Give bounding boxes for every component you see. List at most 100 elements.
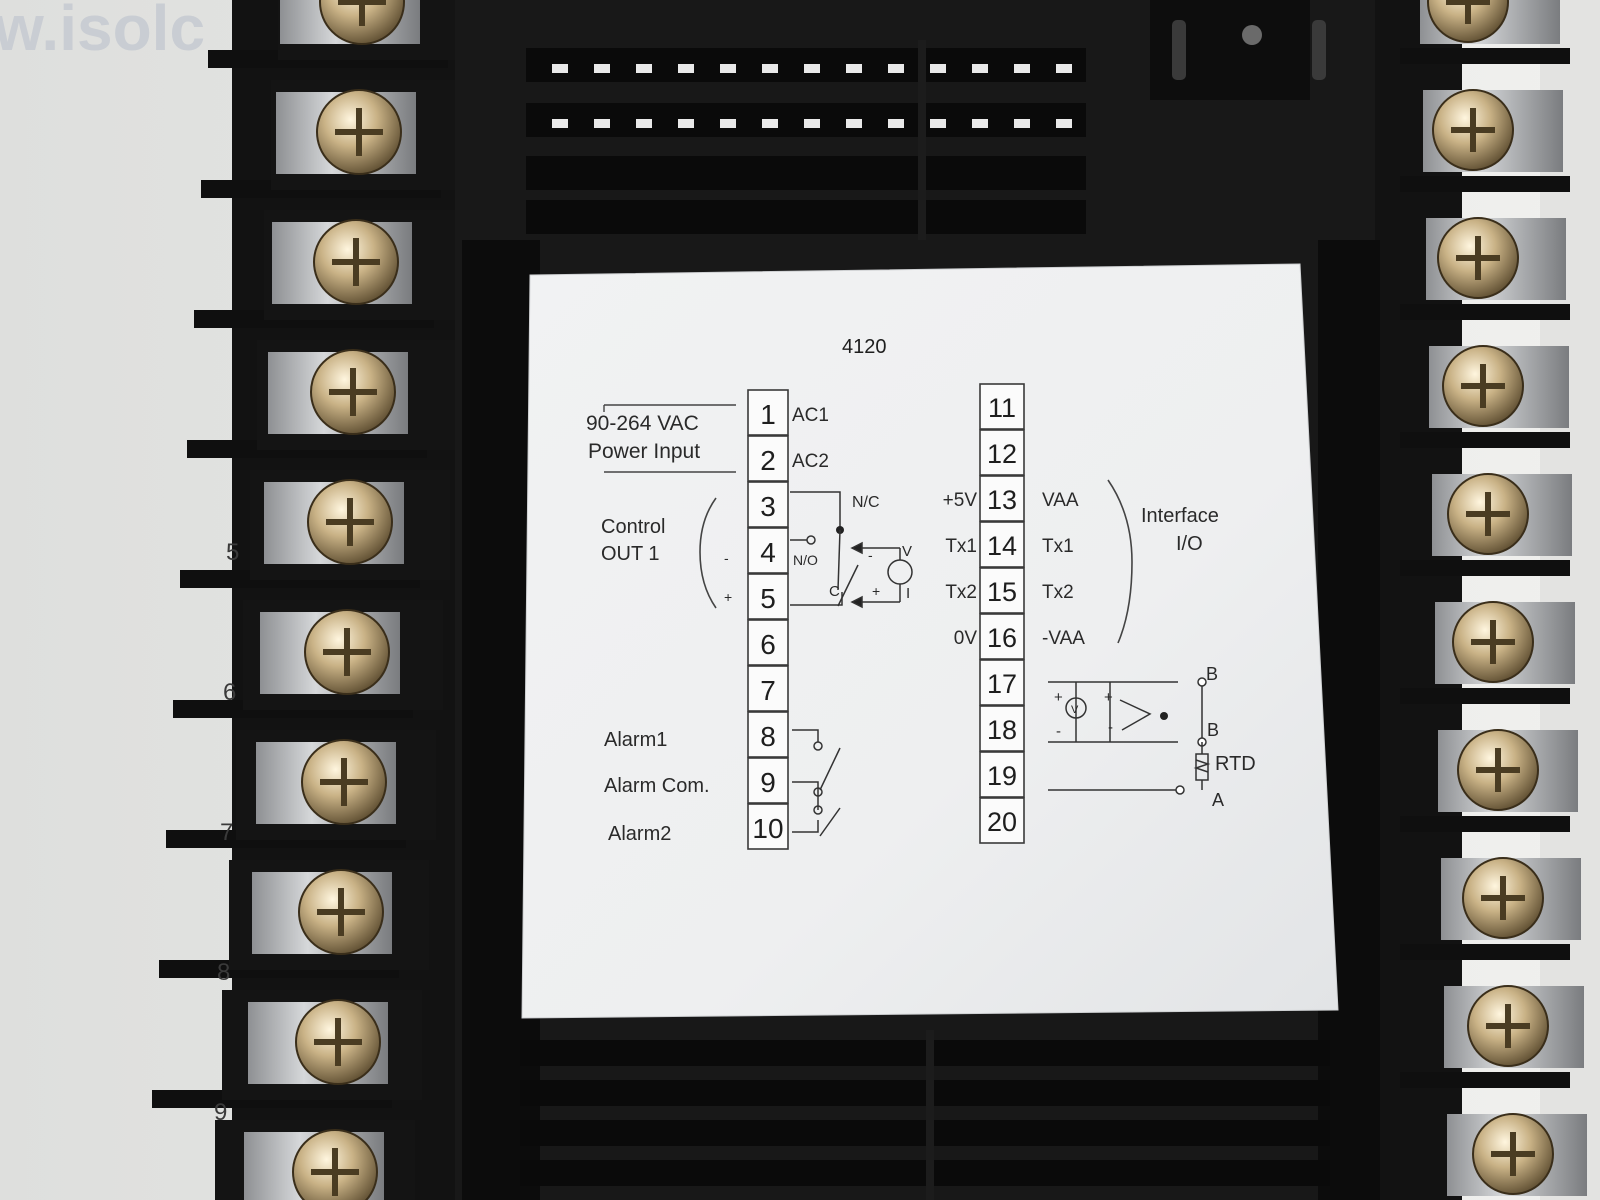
terminal-box: [747, 435, 789, 482]
terminal-box: [979, 659, 1025, 706]
terminal-fin: [1400, 304, 1570, 320]
vent-light-gap: [720, 64, 736, 73]
model-number: 4120: [842, 336, 887, 358]
alarm1-label: Alarm1: [604, 729, 667, 751]
terminal-position-tag: 6: [223, 679, 236, 706]
relay-i-label: I: [906, 585, 910, 602]
terminal-fin: [1400, 176, 1570, 192]
terminal-box: [979, 567, 1025, 614]
terminal-position-tag: 7: [220, 819, 233, 846]
alarm-group: Alarm1 Alarm Com. Alarm2: [604, 729, 841, 845]
vent-slot-row: [520, 1080, 1330, 1106]
terminal-box: [979, 383, 1025, 430]
right-terminal-block: [1400, 0, 1587, 1196]
control-label-line2: OUT 1: [601, 543, 660, 565]
vent-light-gap: [972, 119, 988, 128]
terminal-box: [747, 527, 789, 574]
terminal-number: 19: [987, 761, 1017, 791]
control-plus-sign: +: [724, 589, 732, 605]
vent-light-gap: [888, 64, 904, 73]
terminal-box: [747, 803, 789, 850]
sensor-schematic: [1048, 677, 1211, 795]
terminal-number: 14: [987, 531, 1017, 561]
latch-screw: [1242, 25, 1262, 45]
relay-plus-label: +: [872, 583, 880, 599]
terminal-fin: [1400, 1072, 1570, 1088]
terminal-number: 6: [760, 629, 776, 660]
terminal-box: [979, 797, 1025, 844]
terminal-fin: [1400, 944, 1570, 960]
vent-light-gap: [678, 64, 694, 73]
vent-light-gap: [804, 119, 820, 128]
terminal-box: [747, 389, 789, 436]
interface-label-line2: I/O: [1176, 533, 1203, 555]
terminal-number: 16: [987, 623, 1017, 653]
terminal-number: 18: [987, 715, 1017, 745]
vent-divider: [918, 40, 926, 240]
terminal-signal-right: Tx2: [1042, 582, 1074, 603]
terminal-number: 15: [987, 577, 1017, 607]
terminal-box: [747, 481, 789, 528]
sensor-plus-left: +: [1054, 689, 1063, 706]
vent-slot-row: [520, 1040, 1330, 1066]
terminal-box: [979, 751, 1025, 798]
bottom-vent-grille: [520, 1030, 1330, 1200]
vent-slot-row: [520, 1120, 1330, 1146]
terminal-position-tag: 5: [226, 539, 239, 566]
vent-light-gap: [552, 119, 568, 128]
vent-light-gap: [804, 64, 820, 73]
terminal-number: 17: [987, 669, 1017, 699]
terminal-signal-left: 0V: [954, 628, 978, 649]
terminal-signal-right: Tx1: [1042, 536, 1074, 557]
terminal-position-tag: 9: [214, 1099, 227, 1126]
sensor-minus-left: -: [1056, 723, 1061, 740]
sensor-b-top-label: B: [1206, 664, 1218, 684]
terminal-signal-left: Tx2: [945, 582, 977, 603]
latch-slot-right: [1312, 20, 1326, 80]
terminal-box: [747, 619, 789, 666]
latch-slot: [1172, 20, 1186, 80]
terminal-box: [979, 613, 1025, 660]
relay-v-label: V: [902, 543, 912, 560]
terminal-signal-right: VAA: [1042, 490, 1079, 511]
vent-slot-row: [520, 1160, 1330, 1186]
relay-c-label: C: [829, 583, 840, 600]
top-vent-grille: [526, 40, 1086, 240]
interface-group: Interface I/O: [1107, 479, 1219, 644]
sensor-a-label: A: [1212, 790, 1224, 810]
vent-light-gap: [1014, 119, 1030, 128]
vent-light-gap: [888, 119, 904, 128]
power-label-line2: Power Input: [588, 440, 700, 463]
sensor-b-mid-label: B: [1207, 720, 1219, 740]
control-label-line1: Control: [601, 516, 665, 538]
terminal-box: [979, 475, 1025, 522]
terminal-number: 12: [987, 439, 1017, 469]
control-out-group: Control OUT 1 - +: [601, 497, 732, 609]
terminal-position-tag: 8: [217, 959, 230, 986]
relay-no-label: N/O: [793, 552, 818, 568]
control-minus-sign: -: [724, 550, 729, 566]
sensor-voltmeter-label: V: [1071, 704, 1079, 716]
terminal-signal-left: +5V: [943, 490, 978, 511]
terminal-box: [979, 705, 1025, 752]
alarm2-label: Alarm2: [608, 823, 671, 845]
vent-light-gap: [846, 119, 862, 128]
relay-minus-label: -: [868, 547, 873, 563]
vent-light-gap: [636, 119, 652, 128]
vent-light-gap: [930, 64, 946, 73]
terminal-fin: [1400, 432, 1570, 448]
vent-light-gap: [930, 119, 946, 128]
terminal-number: 5: [760, 583, 776, 614]
vent-light-gap: [1014, 64, 1030, 73]
left-terminal-block: 5 6 7 8 9: [152, 0, 478, 1200]
vent-light-gap: [636, 64, 652, 73]
sensor-rtd-label: RTD: [1215, 753, 1256, 775]
terminal-box: [747, 757, 789, 804]
wiring-label-plate: [521, 263, 1339, 1019]
terminal-fin: [1400, 688, 1570, 704]
power-label-line1: 90-264 VAC: [586, 412, 699, 435]
vent-divider: [926, 1030, 934, 1200]
vent-light-gap: [762, 119, 778, 128]
